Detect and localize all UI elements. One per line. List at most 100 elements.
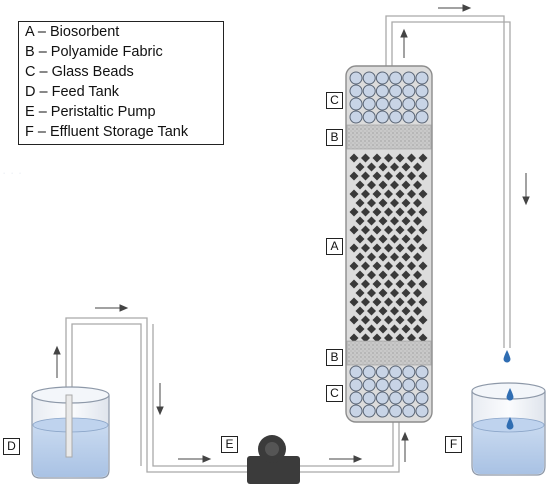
biosorbent-particle	[401, 288, 411, 298]
biosorbent-particle	[401, 252, 411, 262]
biosorbent-particle	[349, 297, 359, 307]
glass-bead	[349, 378, 363, 392]
biosorbent-particle	[349, 315, 359, 325]
biosorbent-particle	[384, 297, 393, 307]
glass-bead	[362, 110, 376, 124]
glass-bead	[375, 84, 389, 98]
biosorbent-particle	[372, 261, 382, 271]
biosorbent-particle	[407, 189, 416, 199]
glass-bead	[402, 391, 416, 405]
biosorbent-particle	[418, 297, 428, 307]
glass-bead	[415, 110, 429, 124]
glass-bead	[375, 391, 389, 405]
biosorbent-particle	[349, 279, 359, 289]
biosorbent-particle	[367, 180, 376, 190]
biosorbent-particle	[401, 198, 411, 208]
biosorbent-particle	[418, 207, 428, 217]
biosorbent-particle	[390, 270, 399, 280]
glass-bead	[415, 404, 429, 418]
tag-column-fabric-top: B	[326, 129, 343, 146]
biosorbent-particle	[361, 297, 370, 307]
glass-bead	[349, 110, 363, 124]
tag-column-biosorbent: A	[326, 238, 343, 255]
biosorbent-particle	[372, 171, 382, 181]
droplet-3	[506, 417, 514, 430]
glass-bead	[389, 97, 403, 111]
biosorbent-particle	[372, 153, 382, 163]
biosorbent-particle	[407, 315, 416, 325]
tag-pump: E	[221, 436, 238, 453]
biosorbent-particle	[361, 189, 370, 199]
glass-bead	[375, 378, 389, 392]
biosorbent-particle	[378, 306, 388, 316]
biosorbent-particle	[355, 162, 365, 172]
biosorbent-particle	[367, 306, 376, 316]
biosorbent-particle	[418, 279, 428, 289]
glass-bead	[349, 365, 363, 379]
biosorbent-particle	[413, 288, 422, 298]
glass-bead	[402, 378, 416, 392]
biosorbent-particle	[361, 279, 370, 289]
biosorbent-particle	[372, 243, 382, 253]
biosorbent-particle	[407, 333, 416, 343]
biosorbent-particle	[395, 225, 405, 235]
biosorbent-particle	[361, 207, 370, 217]
biosorbent-particle	[384, 189, 393, 199]
arrow-up-feed	[53, 345, 61, 378]
glass-bead	[362, 97, 376, 111]
polyamide-fabric-bottom	[346, 340, 432, 366]
glass-bead	[362, 84, 376, 98]
glass-bead	[375, 365, 389, 379]
biosorbent-particle	[401, 270, 411, 280]
biosorbent-particle	[367, 216, 376, 226]
biosorbent-particle	[384, 153, 393, 163]
biosorbent-particle	[395, 243, 405, 253]
glass-bead	[402, 110, 416, 124]
glass-bead	[389, 71, 403, 85]
glass-bead	[415, 97, 429, 111]
biosorbent-particle	[418, 189, 428, 199]
biosorbent-particle	[395, 189, 405, 199]
biosorbent-particle	[355, 180, 365, 190]
biosorbent-particle	[361, 315, 370, 325]
arrow-up-column-inlet	[401, 431, 409, 462]
glass-bead	[402, 365, 416, 379]
polyamide-fabric-top	[346, 124, 432, 150]
tag-column-glass-bottom: C	[326, 385, 343, 402]
glass-bead	[402, 404, 416, 418]
droplets	[503, 350, 514, 430]
ghost-text: · · ·	[2, 165, 23, 180]
glass-bead	[362, 378, 376, 392]
biosorbent-particle	[361, 243, 370, 253]
biosorbent-particle	[361, 225, 370, 235]
biosorbent-particle	[355, 216, 365, 226]
biosorbent-particle	[367, 252, 376, 262]
glass-bead	[389, 110, 403, 124]
biosorbent-particle	[367, 162, 376, 172]
biosorbent-particle	[355, 270, 365, 280]
glass-bead	[415, 378, 429, 392]
biosorbent-particle	[418, 243, 428, 253]
arrow-right-top-feed	[95, 304, 129, 312]
biosorbent-particle	[413, 216, 422, 226]
biosorbent-particle	[378, 324, 388, 334]
glass-bead	[362, 365, 376, 379]
biosorbent-particle	[349, 333, 359, 343]
biosorbent-particle	[395, 279, 405, 289]
biosorbent-particle	[384, 315, 393, 325]
biosorbent-particle	[378, 270, 388, 280]
legend-item-e: E – Peristaltic Pump	[25, 104, 156, 120]
biosorbent-particle	[378, 198, 388, 208]
biosorbent-particle	[355, 198, 365, 208]
legend-item-a: A – Biosorbent	[25, 24, 120, 40]
biosorbent-particle	[361, 171, 370, 181]
feed-tank	[31, 386, 110, 479]
glass-bead	[349, 391, 363, 405]
arrow-right-from-pump	[329, 455, 363, 463]
biosorbent-particle	[372, 297, 382, 307]
biosorbent-particle	[395, 333, 405, 343]
biosorbent-particle	[384, 207, 393, 217]
flow-arrows	[53, 4, 530, 463]
biosorbent-particle	[384, 243, 393, 253]
